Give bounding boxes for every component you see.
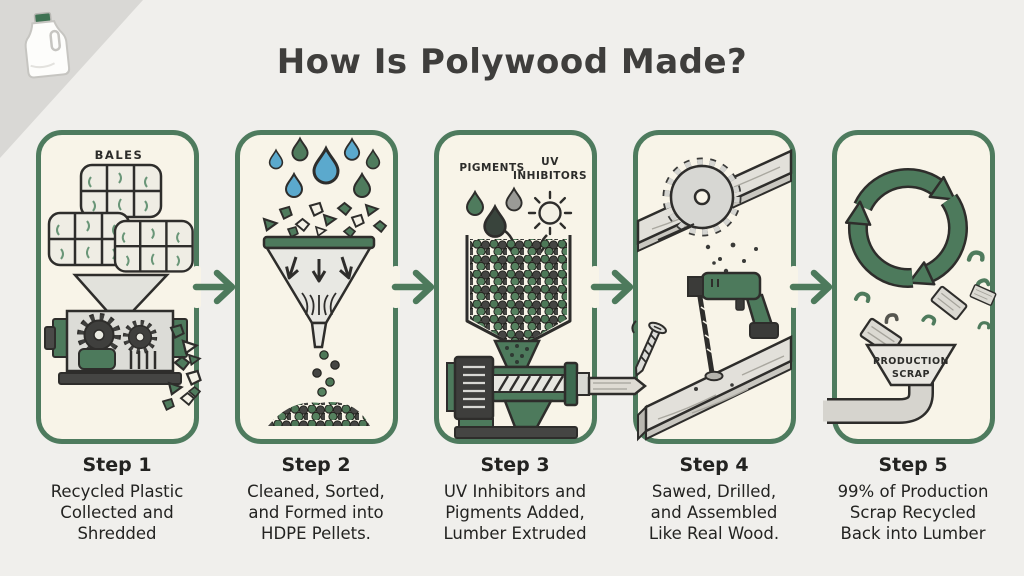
caption-line: UV Inhibitors and (443, 482, 587, 501)
sun-icon (527, 190, 573, 236)
step-title: Step 2 (281, 454, 351, 476)
step-arrow-icon (789, 266, 833, 308)
recycle-arrows-icon (844, 167, 968, 295)
step-card-4 (631, 130, 796, 444)
uv-label-line1: UV (541, 156, 559, 168)
caption-line: 99% of Production (837, 482, 989, 501)
step-title: Step 4 (679, 454, 749, 476)
step-caption-1: Step 1 Recycled Plastic Collected and Sh… (17, 454, 217, 544)
drill-icon (687, 271, 779, 376)
caption-line: Lumber Extruded (443, 524, 587, 543)
uv-label-line2: INHIBITORS (513, 170, 587, 182)
scrap-label-line2: SCRAP (892, 369, 930, 380)
caption-line: and Assembled (650, 503, 778, 522)
step-arrow-icon (391, 266, 435, 308)
step-caption-3: Step 3 UV Inhibitors and Pigments Added,… (415, 454, 615, 544)
caption-line: Shredded (77, 524, 157, 543)
recycle-scrap-icon: PRODUCTION SCRAP (823, 167, 997, 424)
pellets-extruder-icon: PIGMENTS UV INHIBITORS (446, 156, 648, 439)
screw-icon (635, 321, 667, 378)
step-caption-5: Step 5 99% of Production Scrap Recycled … (813, 454, 1013, 544)
caption-line: Sawed, Drilled, (651, 482, 777, 501)
milk-jug-icon (24, 11, 71, 79)
wash-funnel-pellets-icon (262, 137, 387, 426)
saw-drill-icon (631, 149, 793, 442)
step-title: Step 3 (480, 454, 550, 476)
step-arrow-icon (590, 266, 634, 308)
caption-line: Scrap Recycled (849, 503, 977, 522)
caption-line: and Formed into (248, 503, 384, 522)
step-title: Step 1 (82, 454, 152, 476)
caption-line: Cleaned, Sorted, (247, 482, 385, 501)
step-card-2 (235, 130, 398, 444)
bales-shredder-icon: BALES (44, 148, 202, 411)
caption-line: Recycled Plastic (50, 482, 184, 501)
saw-blade-icon (662, 157, 742, 237)
caption-line: Back into Lumber (840, 524, 986, 543)
step-caption-4: Step 4 Sawed, Drilled, and Assembled Lik… (614, 454, 814, 544)
step-card-5: PRODUCTION SCRAP (823, 130, 997, 444)
step-title: Step 5 (878, 454, 948, 476)
step-arrow-icon (192, 266, 236, 308)
step-caption-2: Step 2 Cleaned, Sorted, and Formed into … (216, 454, 416, 544)
pigments-label: PIGMENTS (459, 162, 524, 174)
bales-label: BALES (95, 148, 144, 162)
caption-line: HDPE Pellets. (261, 524, 371, 543)
scrap-label-line1: PRODUCTION (873, 356, 949, 367)
step-card-3: PIGMENTS UV INHIBITORS (434, 130, 648, 444)
caption-line: Like Real Wood. (648, 524, 780, 543)
step-card-1: BALES (36, 130, 202, 444)
page-title: How Is Polywood Made? (276, 42, 748, 82)
caption-line: Collected and (60, 503, 174, 522)
caption-line: Pigments Added, (445, 503, 585, 522)
